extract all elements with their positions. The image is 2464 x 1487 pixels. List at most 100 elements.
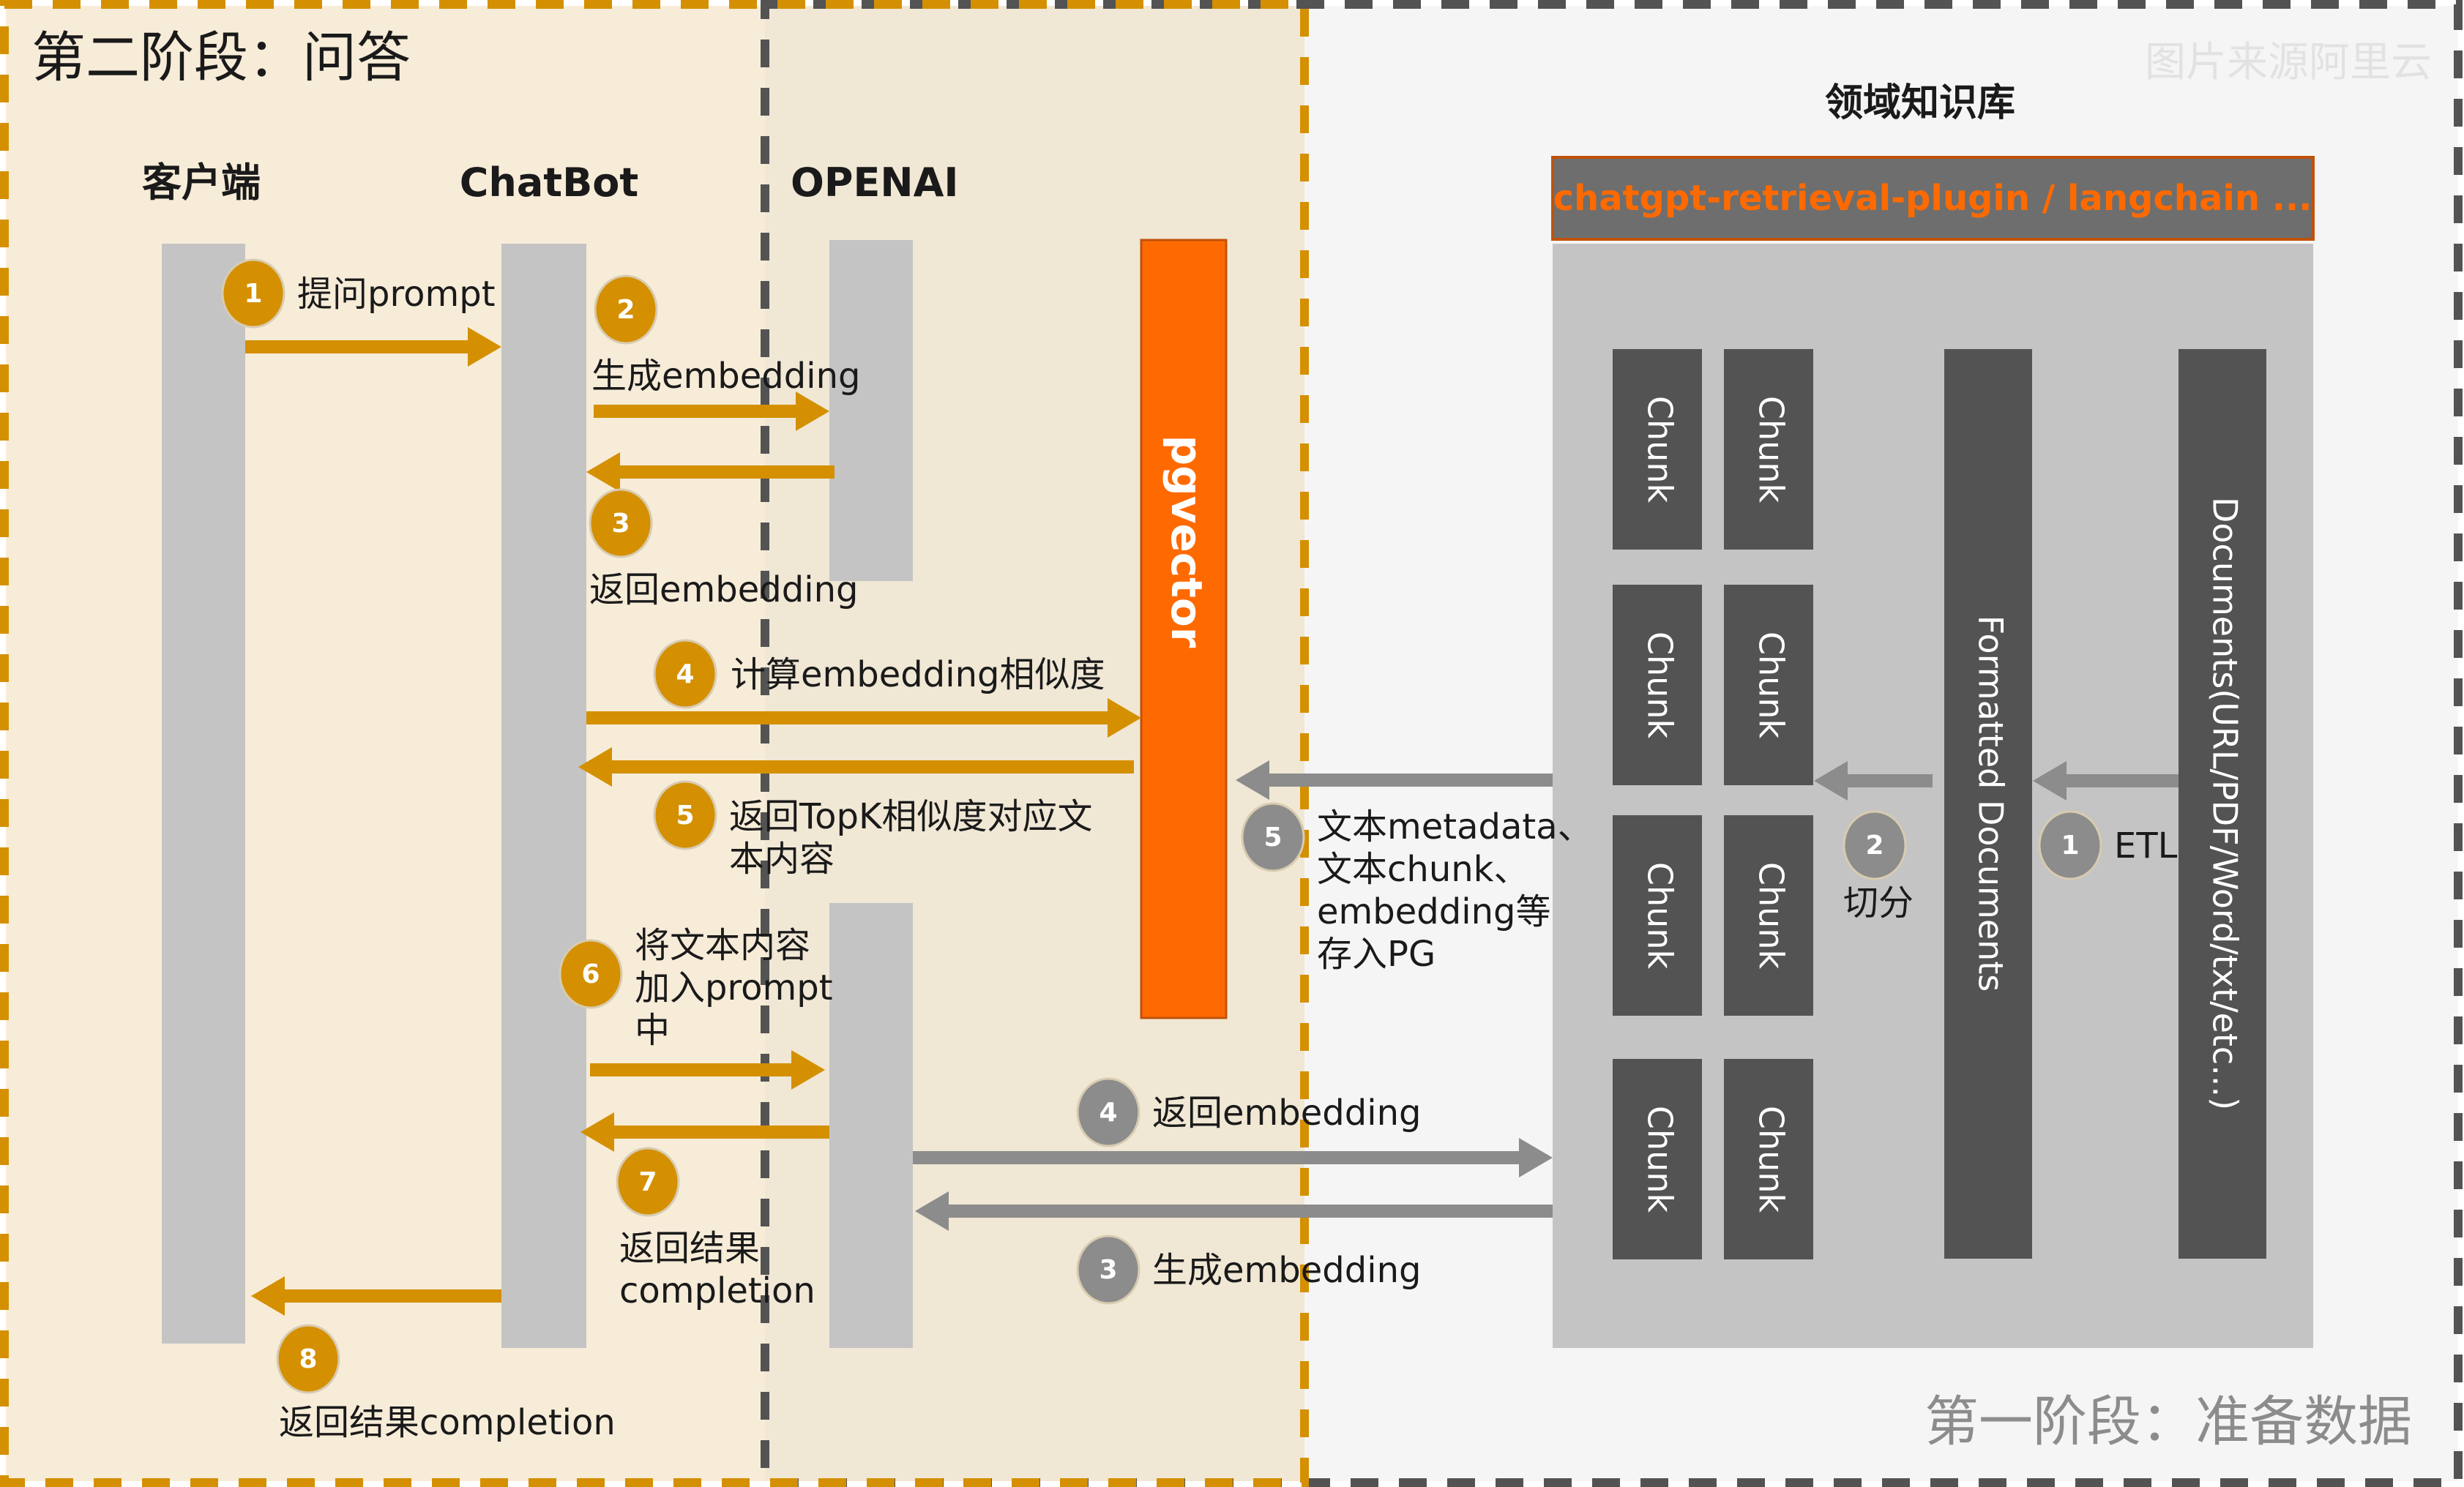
documents-box: [2179, 349, 2266, 1259]
phase1-badge-number-step-2: 2: [1865, 831, 1884, 861]
chunk-box: [1724, 349, 1813, 550]
phase2-badge-number-step-1: 1: [244, 279, 262, 309]
phase2-arrow-step-6: [590, 1050, 825, 1090]
chunk-box: [1613, 1059, 1702, 1259]
step-labels-layer: 1 提问prompt 2 生成embedding 3 返回embedding 4 计算embe…: [221, 258, 2178, 1443]
phase1-badge-step-3: [1076, 1235, 1140, 1305]
phase2-label-step-1: 提问prompt: [297, 274, 496, 315]
phase1-badge-number-step-3: 3: [1099, 1255, 1117, 1285]
chunk-box: [1613, 815, 1702, 1016]
phase2-label-step-5: 返回TopK相似度对应文: [729, 796, 1092, 837]
phase2-arrow-step-4: [586, 698, 1141, 738]
client-lifeline: [162, 244, 245, 1344]
phase1-badge-step-1: [2038, 810, 2102, 880]
arrows-layer: [245, 327, 2179, 1316]
phase2-badge-step-2: [594, 274, 658, 345]
phase1-border: [761, 0, 2463, 1487]
phase2-label-step-6: 将文本内容: [635, 925, 810, 966]
phase2-label-step-4: 计算embedding相似度: [731, 654, 1105, 695]
participant-chatbot: ChatBot: [460, 160, 638, 206]
formatted-documents-label: Formatted Documents: [1971, 615, 2011, 992]
phase1-arrow-step-1: [2033, 761, 2179, 801]
phase2-label-step-6: 中: [635, 1010, 670, 1051]
phase1-arrow-step-4: [913, 1138, 1553, 1177]
chunk-box: [1724, 815, 1813, 1016]
chunk-box: [1613, 349, 1702, 550]
phase2-badge-step-4: [653, 639, 717, 709]
phase2-arrow-step-2: [594, 392, 829, 431]
participant-openai: OPENAI: [791, 160, 958, 206]
chunk-label: Chunk: [1640, 632, 1680, 739]
phase1-label-step-3: 生成embedding: [1152, 1250, 1421, 1291]
phase1-label-step-5: 文本chunk、: [1317, 849, 1528, 890]
chunk-box: [1613, 585, 1702, 785]
phase1-arrow-step-3: [915, 1191, 1553, 1231]
phase2-arrow-step-8: [251, 1276, 501, 1316]
phase2-badge-number-step-6: 6: [581, 959, 600, 989]
phase2-badge-number-step-7: 7: [638, 1167, 657, 1197]
phase2-label-step-3: 返回embedding: [589, 569, 858, 610]
kb-title: 领域知识库: [1825, 81, 2015, 125]
chunk-box: [1724, 585, 1813, 785]
chunk-label: Chunk: [1640, 1106, 1680, 1213]
kb-header-box: [1551, 156, 2315, 241]
phase2-label-step-2: 生成embedding: [591, 356, 860, 397]
chunk-label: Chunk: [1640, 396, 1680, 503]
phase2-badge-step-5: [653, 780, 717, 850]
chunk-label: Chunk: [1752, 1106, 1791, 1213]
chatbot-lifeline: [501, 244, 586, 1348]
pgvector-box: [1140, 239, 1228, 1019]
phase2-badge-step-7: [616, 1147, 680, 1217]
phase2-badge-number-step-3: 3: [611, 509, 630, 539]
phase1-label-step-5: 存入PG: [1317, 934, 1436, 975]
phase1-label-step-4: 返回embedding: [1152, 1093, 1421, 1134]
phase1-label-step-1: ETL: [2114, 825, 2178, 866]
phase1-title: 第一阶段：准备数据: [1924, 1390, 2412, 1453]
phase2-arrow-step-7: [580, 1112, 829, 1152]
phase2-label-step-7: completion: [619, 1270, 815, 1311]
phase1-arrow-step-2: [1814, 761, 1933, 801]
phase2-arrow-step-5: [578, 747, 1134, 787]
chunk-label: Chunk: [1640, 862, 1680, 970]
chunk-label: Chunk: [1752, 632, 1791, 739]
phase1-badge-number-step-1: 1: [2061, 831, 2079, 861]
phase2-label-step-6: 加入prompt: [635, 967, 833, 1008]
phase2-badge-step-1: [221, 258, 285, 329]
watermark: 图片来源阿里云: [2145, 39, 2432, 86]
openai-lifeline-bottom: [829, 903, 913, 1348]
phase2-badge-number-step-5: 5: [676, 801, 694, 831]
phase2-arrow-step-1: [245, 327, 501, 367]
participant-client: 客户端: [142, 160, 261, 206]
phase2-label-step-8: 返回结果completion: [279, 1402, 616, 1443]
formatted-documents-box: [1944, 349, 2032, 1259]
phase2-arrow-step-3: [586, 452, 835, 492]
phase2-title: 第二阶段：问答: [31, 26, 411, 89]
phase1-badge-number-step-4: 4: [1099, 1098, 1117, 1128]
phase2-badge-number-step-2: 2: [616, 295, 635, 325]
phase2-badge-step-6: [559, 939, 623, 1009]
phase1-badge-step-2: [1843, 810, 1907, 880]
phase1-label-step-2: 切分: [1843, 883, 1914, 924]
phase2-badge-step-8: [276, 1324, 340, 1394]
phase2-badge-step-3: [589, 488, 653, 558]
openai-lifeline-top: [829, 240, 913, 581]
phase1-badge-number-step-5: 5: [1263, 823, 1282, 853]
phase2-badge-number-step-4: 4: [676, 659, 694, 689]
phase1-badge-step-4: [1076, 1077, 1140, 1147]
phase1-label-step-5: 文本metadata、: [1317, 806, 1593, 847]
chunk-box: [1724, 1059, 1813, 1259]
kb-header-label: chatgpt-retrieval-plugin / langchain ...: [1553, 178, 2312, 219]
chunk-label: Chunk: [1752, 862, 1791, 970]
phase2-badge-number-step-8: 8: [299, 1344, 317, 1374]
phase1-arrow-step-5: [1236, 760, 1553, 800]
pgvector-label: pgvector: [1162, 435, 1212, 648]
phase2-border: [0, 0, 1309, 1487]
phase1-label-step-5: embedding等: [1317, 891, 1550, 932]
documents-label: Documents(URL/PDF/Word/txt/etc...): [2206, 497, 2245, 1110]
chunk-label: Chunk: [1752, 396, 1791, 503]
phase2-label-step-5: 本内容: [729, 839, 835, 880]
phase2-label-step-7: 返回结果: [619, 1228, 760, 1269]
phase1-badge-step-5: [1241, 802, 1305, 872]
